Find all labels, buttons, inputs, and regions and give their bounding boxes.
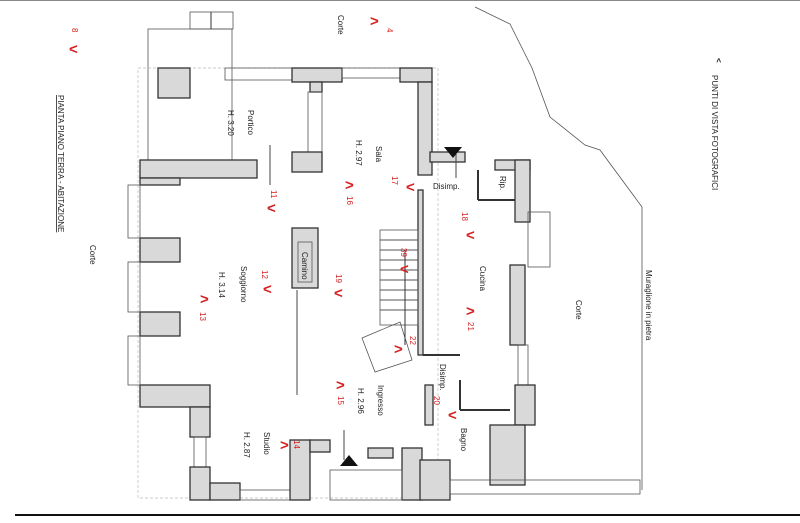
- viewpoint-13: >13: [198, 291, 209, 321]
- svg-text:8: 8: [70, 28, 79, 33]
- entrance-arrow-icon: [340, 455, 358, 466]
- viewpoint-14: >14: [280, 437, 301, 454]
- legend-label: PUNTI DI VISTA FOTOGRAFICI: [710, 75, 719, 190]
- label-corte-left: Corte: [88, 245, 97, 265]
- svg-text:16: 16: [345, 196, 354, 205]
- svg-text:>: >: [280, 437, 289, 454]
- svg-text:<: <: [263, 281, 272, 298]
- room-studio: Studio: [262, 432, 271, 455]
- entrance-arrow-icon: [444, 147, 462, 158]
- svg-text:13: 13: [198, 312, 207, 321]
- svg-text:12: 12: [260, 270, 269, 279]
- svg-text:15: 15: [336, 396, 345, 405]
- svg-text:<: <: [448, 407, 457, 424]
- legend-marker: <: [714, 58, 723, 63]
- label-stone-wall: Muraglione in pietra: [644, 270, 653, 341]
- walls: [127, 67, 641, 501]
- svg-text:<: <: [267, 200, 276, 217]
- svg-text:19: 19: [334, 274, 343, 283]
- room-portico-height: H. 3.20: [226, 110, 235, 136]
- viewpoint-8: <8: [69, 28, 79, 58]
- label-corte-top: Corte: [336, 15, 345, 35]
- footer-strip: [0, 514, 800, 523]
- plan-title: PIANTA PIANO TERRA - ABITAZIONE: [56, 95, 65, 232]
- viewpoint-16: >16: [345, 177, 354, 205]
- room-rip: Rip.: [498, 176, 507, 190]
- room-soggiorno: Soggiorno: [239, 266, 248, 303]
- room-sala: Sala: [374, 146, 383, 163]
- room-disimp-top: Disimp.: [433, 182, 460, 191]
- svg-text:>: >: [394, 341, 403, 358]
- svg-text:<: <: [406, 179, 415, 196]
- svg-text:17: 17: [390, 176, 399, 185]
- viewpoint-11: <11: [267, 190, 278, 217]
- viewpoint-19: <19: [334, 274, 343, 302]
- room-soggiorno-height: H. 3.14: [217, 272, 226, 298]
- svg-text:<: <: [334, 285, 343, 302]
- svg-text:18: 18: [460, 212, 469, 221]
- viewpoint-17: <17: [390, 176, 415, 196]
- room-cucina: Cucina: [478, 266, 487, 291]
- viewpoint-4: >4: [370, 13, 394, 33]
- viewpoint-39: <39: [399, 248, 409, 278]
- svg-text:39: 39: [399, 248, 408, 257]
- room-ingresso-height: H. 2.96: [356, 388, 365, 414]
- viewpoint-21: >21: [466, 303, 475, 331]
- label-corte-right: Corte: [574, 300, 583, 320]
- svg-text:>: >: [200, 291, 209, 308]
- viewpoint-15: >15: [336, 377, 345, 405]
- room-disimp-bottom: Disimp.: [438, 364, 447, 391]
- room-camino: Camino: [300, 252, 309, 280]
- room-sala-height: H. 2.97: [354, 140, 363, 166]
- room-bagno: Bagno: [459, 428, 468, 452]
- svg-text:21: 21: [466, 322, 475, 331]
- svg-text:>: >: [466, 303, 475, 320]
- stone-wall-line: [474, 6, 643, 490]
- viewpoint-20: <20: [432, 396, 457, 424]
- svg-text:<: <: [400, 261, 409, 278]
- svg-text:4: 4: [385, 28, 394, 33]
- viewpoint-18: <18: [460, 212, 475, 244]
- room-portico: Portico: [246, 110, 255, 135]
- svg-text:14: 14: [292, 440, 301, 449]
- viewpoint-22: >22: [394, 336, 417, 358]
- svg-text:<: <: [466, 227, 475, 244]
- svg-text:22: 22: [408, 336, 417, 345]
- room-ingresso: Ingresso: [376, 385, 385, 416]
- svg-text:>: >: [345, 177, 354, 194]
- svg-text:11: 11: [269, 190, 278, 199]
- svg-text:20: 20: [432, 396, 441, 405]
- viewpoint-12: <12: [260, 270, 272, 298]
- svg-text:>: >: [370, 13, 379, 30]
- staircase: [361, 229, 419, 373]
- svg-text:<: <: [69, 41, 78, 58]
- svg-text:>: >: [336, 377, 345, 394]
- room-studio-height: H. 2.87: [242, 432, 251, 458]
